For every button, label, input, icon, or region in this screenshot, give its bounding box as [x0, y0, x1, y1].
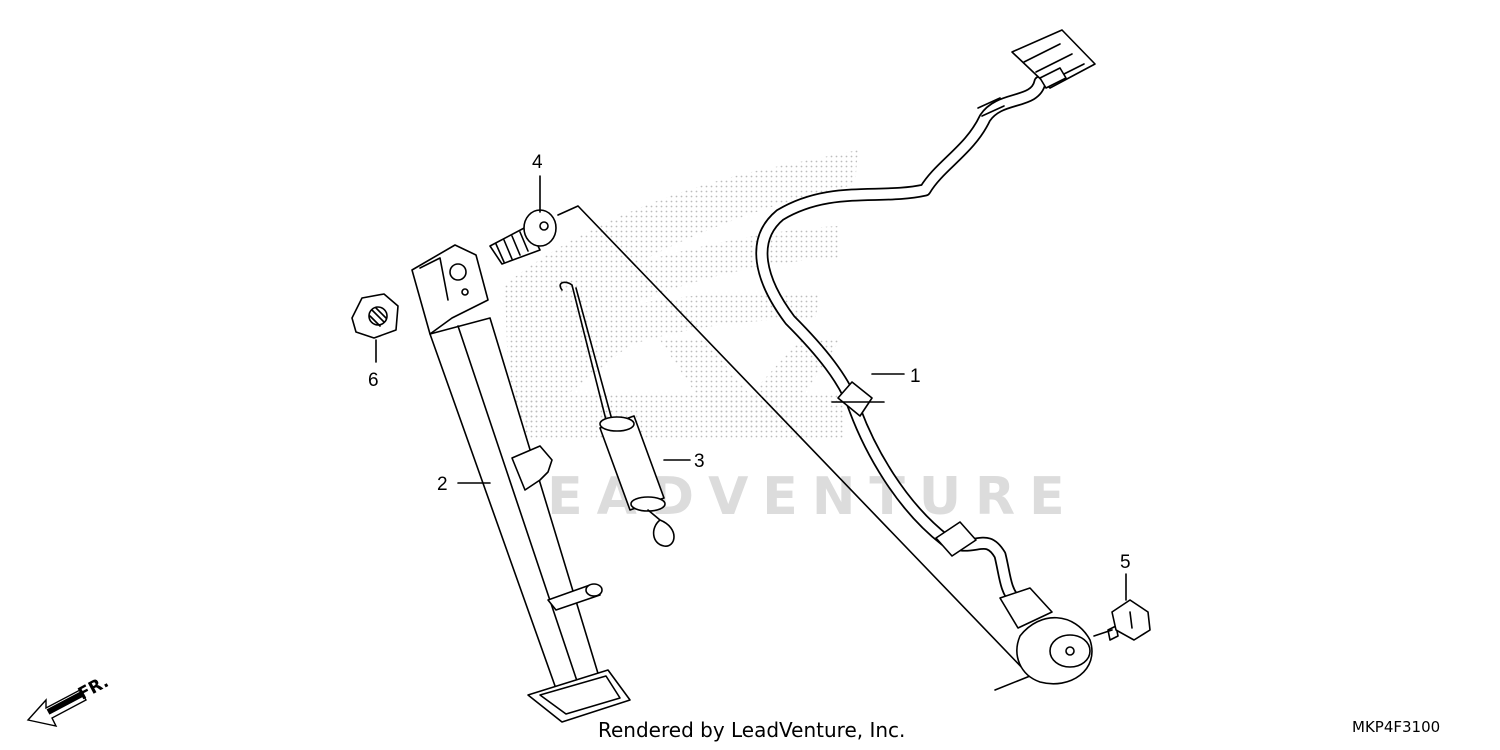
assembly-bracket-line: [557, 205, 1031, 691]
spring: [559, 281, 675, 547]
watermark-text: LEADVENTURE: [500, 467, 1079, 527]
part-label-4[interactable]: 4: [532, 152, 543, 173]
part-label-2[interactable]: 2: [437, 474, 448, 495]
part-label-3[interactable]: 3: [694, 451, 705, 472]
lock-nut: [351, 293, 399, 339]
part-label-5[interactable]: 5: [1120, 552, 1131, 573]
rendered-by-credit: Rendered by LeadVenture, Inc.: [598, 718, 906, 742]
switch-bolt: [1107, 599, 1151, 641]
part-label-1[interactable]: 1: [910, 366, 921, 387]
part-label-6[interactable]: 6: [368, 370, 379, 391]
wing-logo-watermark: [505, 150, 858, 440]
front-arrow-icon: [26, 689, 87, 727]
side-stand: [411, 244, 631, 723]
diagram-code: MKP4F3100: [1352, 718, 1441, 736]
leader-lines: [375, 175, 1127, 601]
pivot-bolt: [489, 209, 557, 265]
wire-harness: [755, 29, 1113, 685]
